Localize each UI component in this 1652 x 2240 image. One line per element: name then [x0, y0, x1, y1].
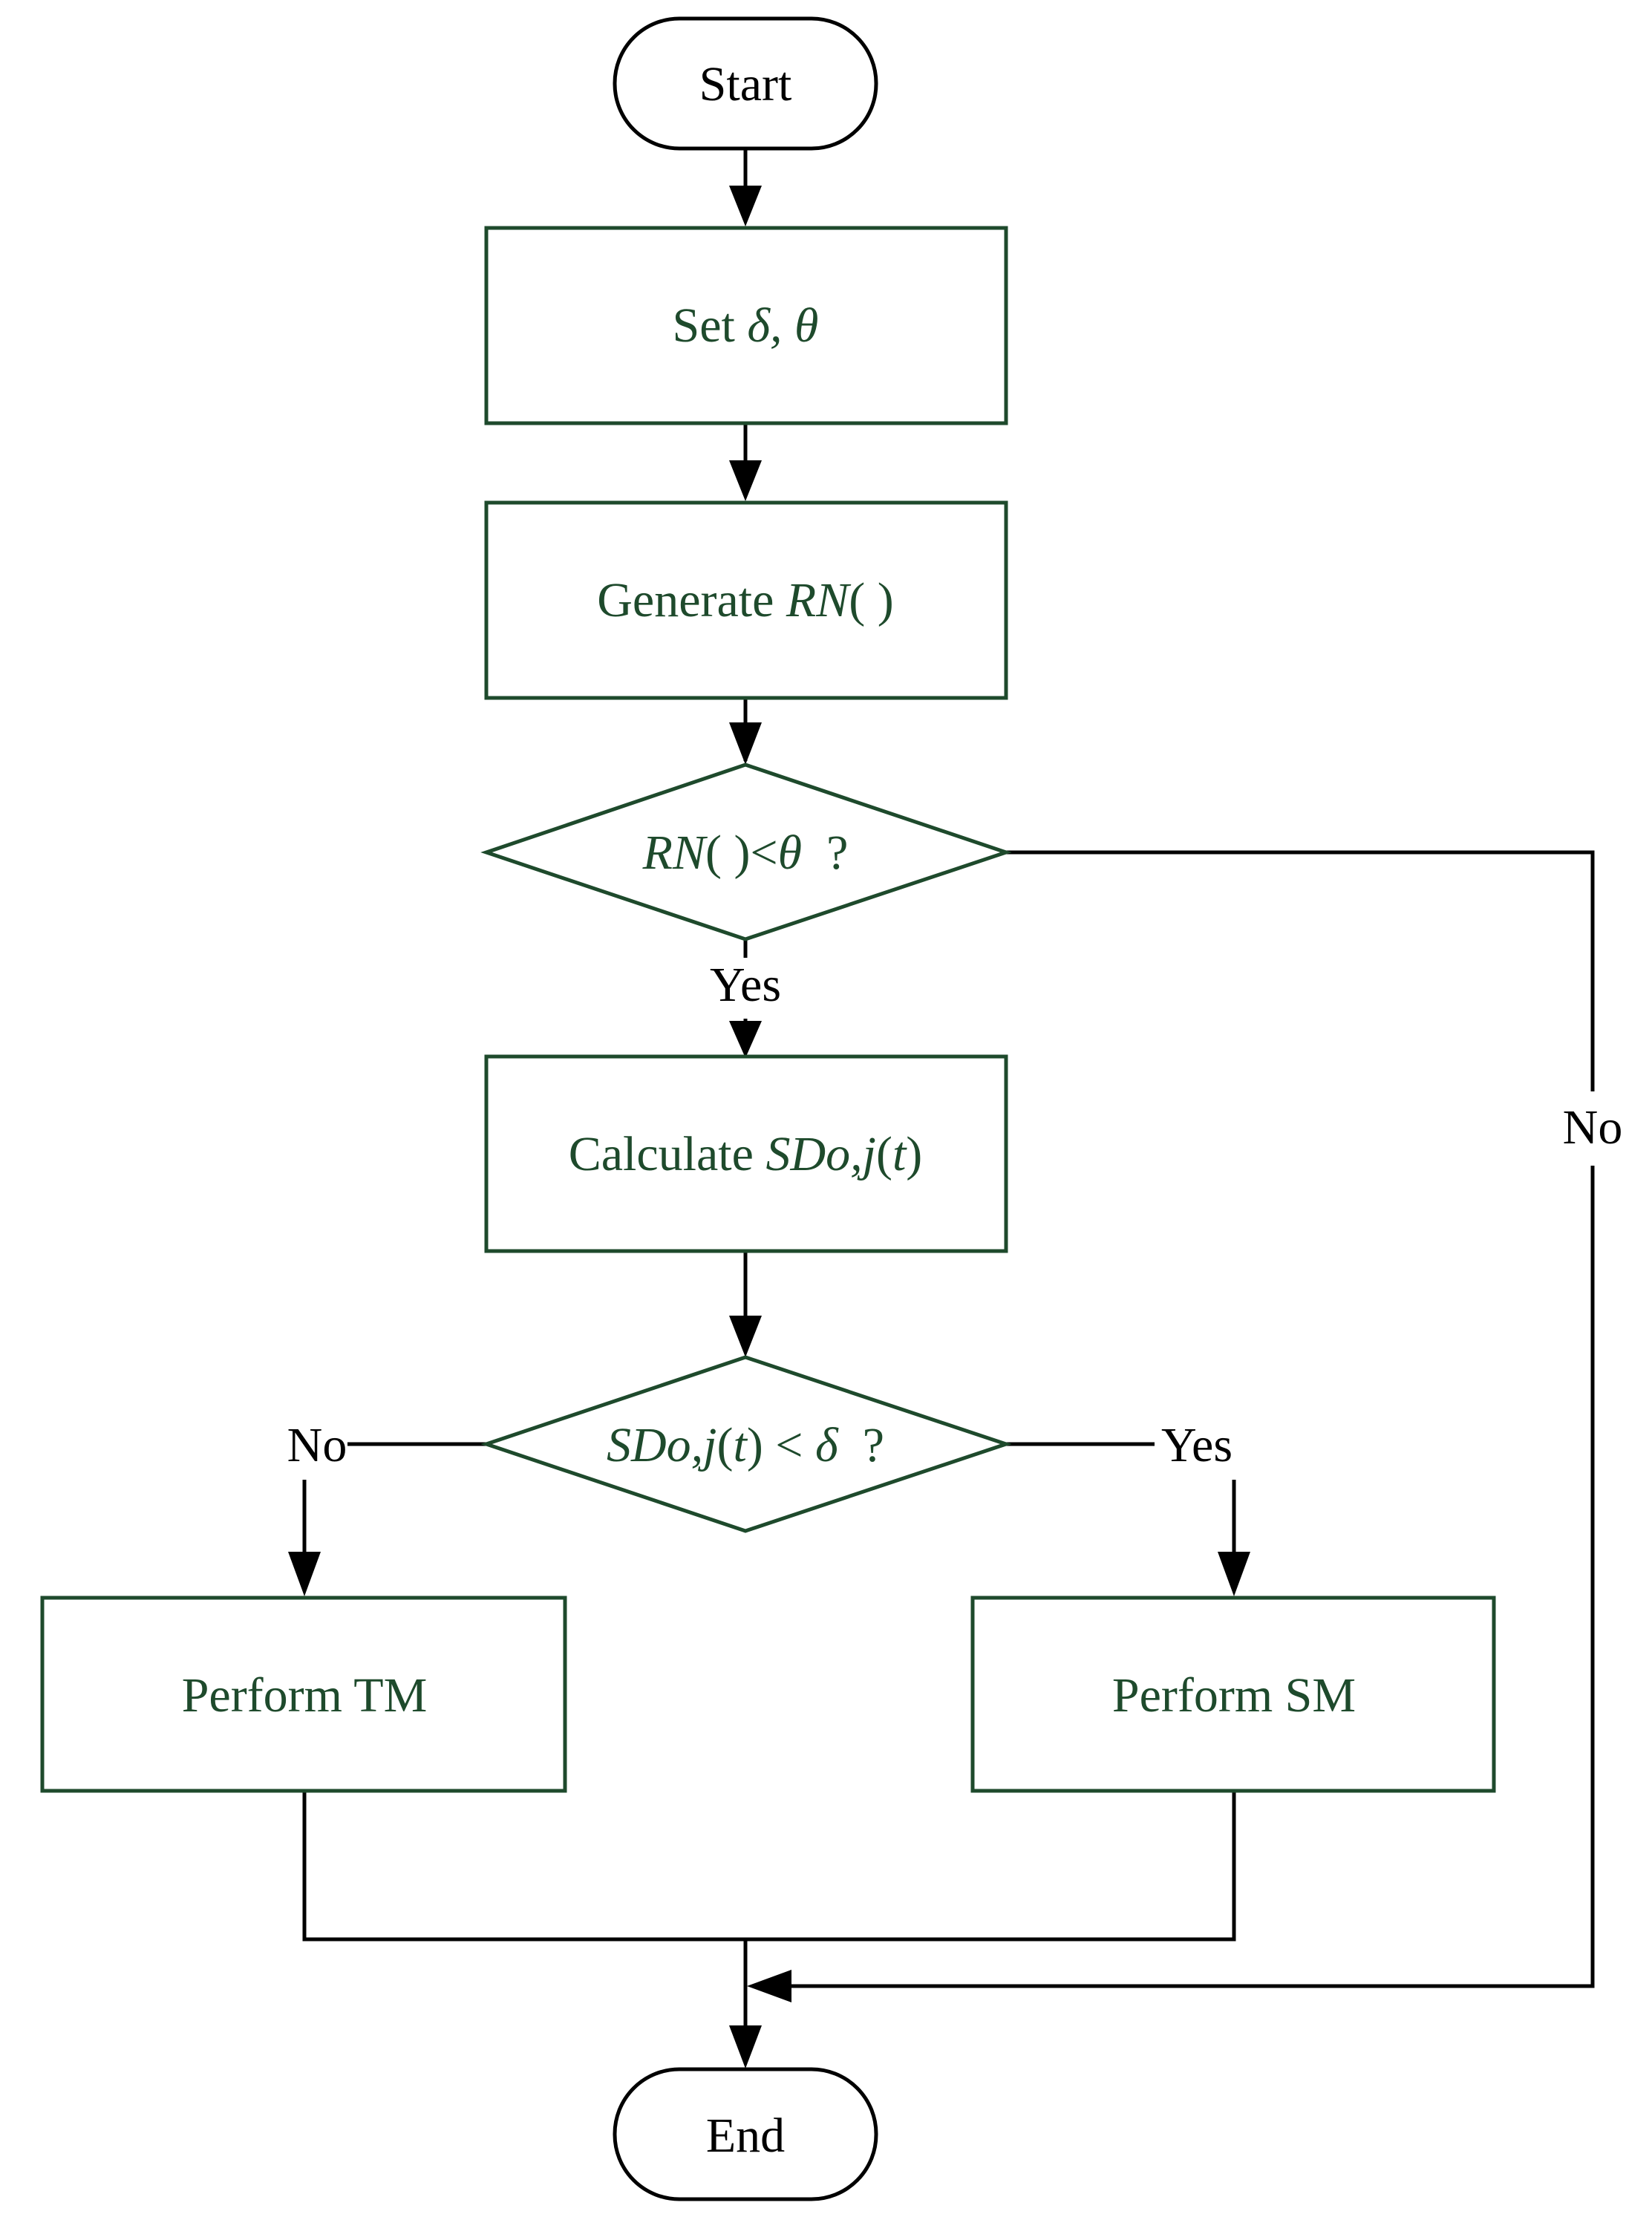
calculate-label: Calculate SDo,j(t): [569, 1127, 923, 1181]
decision-2-open: (: [716, 1418, 733, 1472]
perform-sm-box: [970, 1596, 1496, 1793]
start-label: Start: [699, 57, 792, 111]
yes-1-label: Yes: [710, 958, 781, 1012]
connectors: [288, 148, 1595, 2068]
calculate-prefix: Calculate: [569, 1127, 766, 1181]
end-terminal: [613, 2067, 878, 2201]
calculate-t: t: [892, 1127, 907, 1181]
no-2-label: No: [287, 1418, 347, 1472]
perform-tm-label: Perform TM: [182, 1668, 428, 1723]
set-params-label: Set δ, θ: [673, 298, 819, 353]
generate-suffix: ( ): [849, 573, 893, 627]
decision-2-sym: δ: [815, 1418, 839, 1472]
calculate-close: ): [906, 1127, 922, 1181]
line-sm-to-merge: [745, 1791, 1236, 1942]
arrowhead-generate: [729, 460, 762, 501]
arrowhead-decision2: [729, 1316, 762, 1357]
arrowhead-no-return: [747, 1970, 791, 2002]
calculate-open: (: [876, 1127, 892, 1181]
line-decision1-no-upper: [1006, 850, 1595, 1091]
perform-tm-box: [40, 1596, 567, 1793]
generate-label: Generate RN( ): [597, 573, 893, 627]
decision-2-t: t: [733, 1418, 748, 1472]
set-params-prefix: Set: [673, 298, 748, 353]
decision-1-op: ( )<: [705, 826, 778, 880]
decision-2-diamond: [480, 1355, 1012, 1533]
decision-1-diamond: [480, 763, 1012, 941]
arrowhead-set: [729, 186, 762, 226]
arrowhead-perform-sm: [1218, 1552, 1250, 1596]
set-params-box: [484, 226, 1008, 425]
calculate-box: [484, 1054, 1008, 1253]
line-decision1-no-lower: [787, 1166, 1595, 1988]
decision-1-label: RN( )<θ ?: [642, 826, 849, 880]
decision-1-q: ?: [802, 826, 848, 880]
arrowhead-calculate: [729, 1021, 762, 1058]
arrowhead-decision1: [729, 722, 762, 765]
arrowhead-end: [729, 2025, 762, 2068]
start-terminal: [613, 16, 878, 151]
set-params-symbols: δ, θ: [747, 298, 818, 353]
generate-fn: RN: [786, 573, 852, 627]
decision-1-sym: θ: [778, 826, 802, 880]
end-label: End: [706, 2109, 785, 2163]
no-1-label: No: [1563, 1100, 1623, 1155]
line-tm-to-merge: [302, 1791, 745, 1942]
generate-box: [484, 500, 1008, 700]
calculate-var: SDo,j: [765, 1127, 876, 1181]
decision-2-mid: ) <: [747, 1418, 815, 1472]
decision-1-fn: RN: [642, 826, 708, 880]
generate-prefix: Generate: [597, 573, 786, 627]
decision-2-q: ?: [838, 1418, 884, 1472]
decision-2-label: SDo,j(t) < δ ?: [607, 1418, 884, 1472]
arrowhead-perform-tm: [288, 1552, 321, 1596]
decision-2-var: SDo,j: [607, 1418, 717, 1472]
yes-2-label: Yes: [1161, 1418, 1233, 1472]
perform-sm-label: Perform SM: [1112, 1668, 1356, 1723]
